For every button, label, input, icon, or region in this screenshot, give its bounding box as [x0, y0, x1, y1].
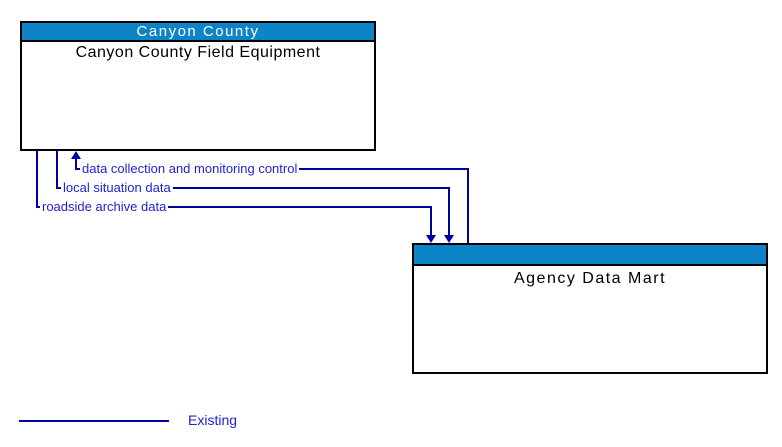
entity-agency-data-mart[interactable]: Agency Data Mart: [412, 243, 768, 374]
arrowhead-down-icon: [444, 235, 454, 243]
entity-group-band: [414, 245, 766, 266]
entity-group-band: Canyon County: [22, 23, 374, 42]
flow-line-roadside-horizontal: [36, 206, 432, 208]
flow-line-local-vertical-right: [448, 187, 450, 237]
flow-line-control-vertical-left: [75, 158, 77, 170]
entity-canyon-county-field-equipment[interactable]: Canyon County Canyon County Field Equipm…: [20, 21, 376, 151]
entity-title: Agency Data Mart: [513, 270, 667, 287]
entity-group-label: Canyon County: [136, 23, 260, 40]
flow-line-roadside-vertical-right: [430, 206, 432, 237]
flow-line-roadside-vertical-left: [36, 151, 38, 208]
flow-label-data-collection-and-monitoring-control[interactable]: data collection and monitoring control: [80, 161, 300, 176]
arrowhead-up-icon: [71, 151, 81, 159]
flow-label-roadside-archive-data[interactable]: roadside archive data: [40, 199, 169, 214]
legend-existing-label: Existing: [188, 412, 238, 428]
flow-line-local-horizontal: [56, 187, 450, 189]
arrowhead-down-icon: [426, 235, 436, 243]
flow-line-local-vertical-left: [56, 151, 58, 189]
entity-title: Canyon County Field Equipment: [75, 44, 321, 61]
flow-label-local-situation-data[interactable]: local situation data: [61, 180, 173, 195]
flow-line-control-vertical-right: [467, 168, 469, 243]
legend-existing-line: [19, 420, 169, 422]
